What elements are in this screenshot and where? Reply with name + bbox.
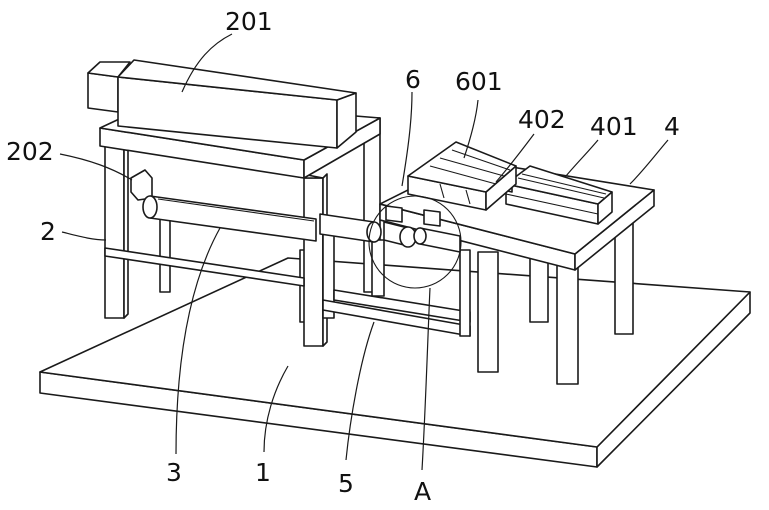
label-3: 3	[166, 458, 182, 487]
label-4: 4	[664, 112, 680, 141]
label-601: 601	[455, 67, 503, 96]
label-6: 6	[405, 65, 421, 94]
label-5: 5	[338, 469, 354, 498]
leader-2	[62, 232, 106, 240]
leader-6	[402, 92, 412, 186]
label-402: 402	[518, 105, 566, 134]
label-202: 202	[6, 137, 54, 166]
leader-4	[630, 140, 668, 184]
label-1: 1	[255, 458, 271, 487]
label-2: 2	[40, 217, 56, 246]
leader-401	[566, 140, 598, 176]
label-201: 201	[225, 7, 273, 36]
base-plate	[40, 258, 750, 467]
label-A: A	[414, 477, 431, 506]
label-401: 401	[590, 112, 638, 141]
